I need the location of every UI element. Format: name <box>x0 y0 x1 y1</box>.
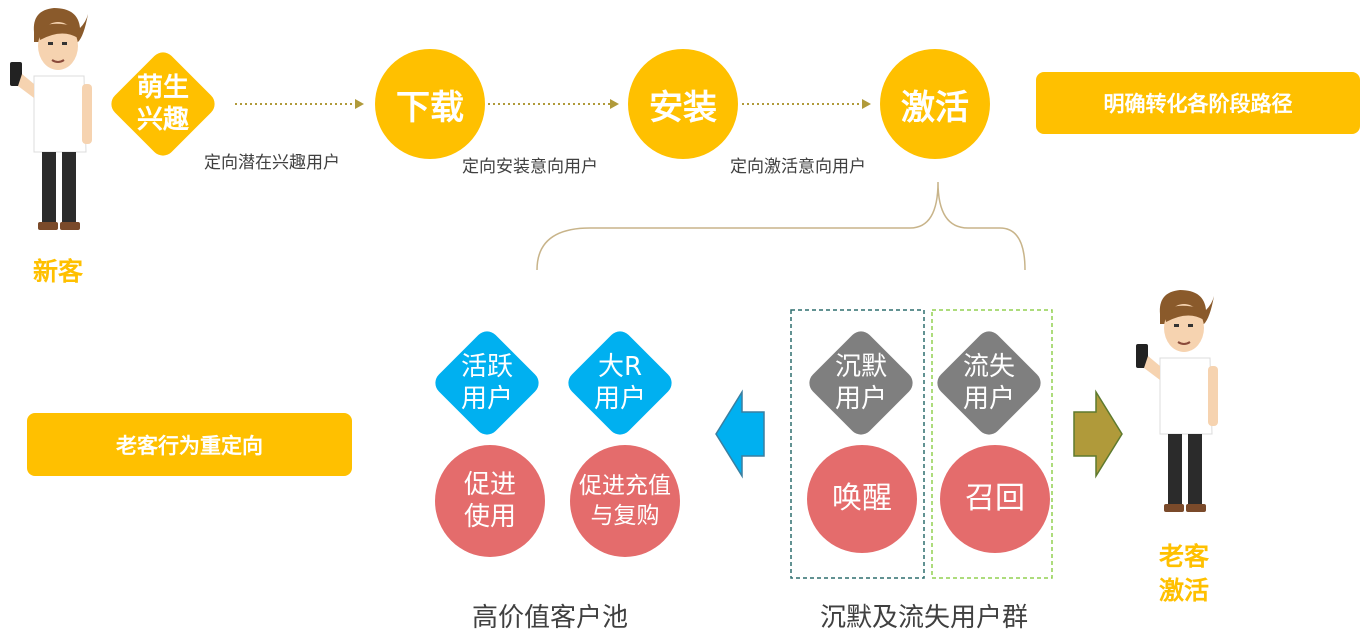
stage-download-shape <box>375 49 485 159</box>
stage-activate-label: 激活 <box>901 87 969 128</box>
arrowhead-3 <box>862 99 871 109</box>
action-promote-recharge-shape <box>570 445 680 557</box>
stage-install-label: 安装 <box>649 87 717 128</box>
action-recall-label: 召回 <box>965 481 1025 516</box>
dormant-pool-title: 沉默及流失用户群 <box>820 603 1029 633</box>
new-customer-label: 新客 <box>32 257 83 286</box>
arrow-label-3: 定向激活意向用户 <box>730 157 866 177</box>
action-promote-recharge-label: 促进充值 与复购 <box>579 473 671 529</box>
stage-install-shape <box>628 49 738 159</box>
action-promote-use-label: 促进 使用 <box>463 470 516 532</box>
stage-activate-shape <box>880 49 990 159</box>
segment-silent-label: 沉默 用户 <box>834 352 887 414</box>
grouping-brace <box>536 181 1026 271</box>
segment-big-r-label: 大R 用户 <box>593 352 646 414</box>
action-wake-label: 唤醒 <box>832 481 892 516</box>
stage-interest-label: 萌生 兴趣 <box>136 73 189 135</box>
segment-churned-label: 流失 用户 <box>962 352 1015 414</box>
arrow-label-2: 定向安装意向用户 <box>462 157 598 177</box>
arrowhead-1 <box>355 99 364 109</box>
action-wake-shape <box>807 445 917 553</box>
arrow-label-1: 定向潜在兴趣用户 <box>204 153 340 173</box>
arrowhead-2 <box>610 99 619 109</box>
new-customer-person-icon <box>10 8 92 230</box>
stage-download-label: 下载 <box>396 87 464 128</box>
conversion-path-banner: 明确转化各阶段路径 <box>1036 72 1360 134</box>
old-customer-label: 老客 激活 <box>1158 542 1209 605</box>
dormant-pool-boxes <box>790 309 1053 579</box>
high-value-pool-title: 高价值客户池 <box>472 603 629 633</box>
old-customer-person-icon <box>1136 290 1218 512</box>
right-arrow-icon <box>1073 389 1123 479</box>
returning-customer-banner: 老客行为重定向 <box>27 413 352 476</box>
action-recall-shape <box>940 445 1050 553</box>
action-promote-use-shape <box>435 445 545 557</box>
segment-active-label: 活跃 用户 <box>460 352 513 414</box>
left-arrow-icon <box>715 389 765 479</box>
